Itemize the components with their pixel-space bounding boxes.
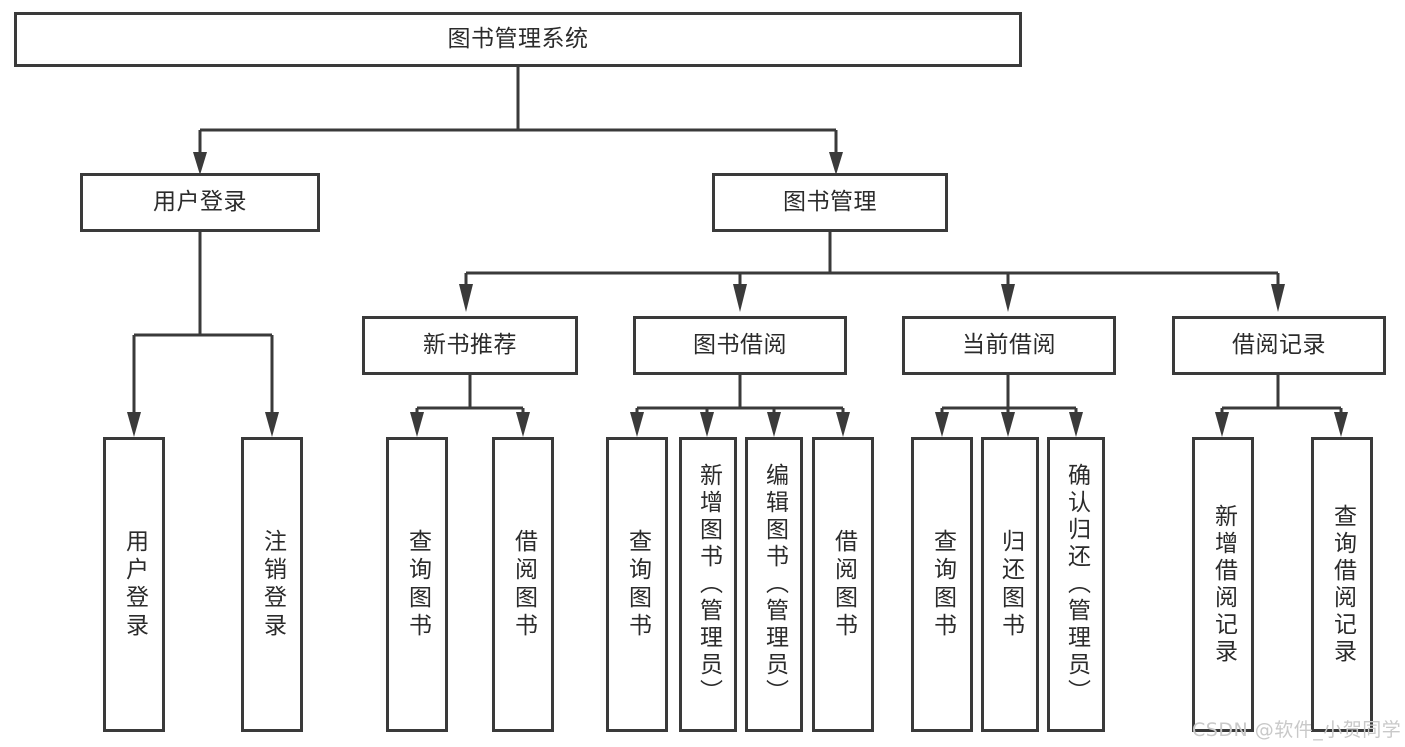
leaf-logout[interactable]: 注销登录 — [241, 437, 303, 732]
leaf-edit-book-admin[interactable]: 编辑图书（管理员） — [745, 437, 803, 732]
leaf-label: 注销登录 — [259, 528, 286, 641]
node-root-book-management-system[interactable]: 图书管理系统 — [14, 12, 1022, 67]
leaf-query-book-current[interactable]: 查询图书 — [911, 437, 973, 732]
leaf-user-login[interactable]: 用户登录 — [103, 437, 165, 732]
node-user-login[interactable]: 用户登录 — [80, 173, 320, 232]
leaf-borrow-book[interactable]: 借阅图书 — [812, 437, 874, 732]
node-label: 借阅记录 — [1232, 332, 1326, 359]
leaf-label: 归还图书 — [997, 528, 1024, 641]
leaf-add-book-admin[interactable]: 新增图书（管理员） — [679, 437, 737, 732]
leaf-label: 查询图书 — [404, 528, 431, 641]
node-label: 图书管理 — [783, 189, 877, 216]
node-book-management[interactable]: 图书管理 — [712, 173, 948, 232]
leaf-query-borrow-record[interactable]: 查询借阅记录 — [1311, 437, 1373, 732]
watermark-text: CSDN @软件_小贺同学 — [1192, 719, 1402, 741]
node-label: 图书借阅 — [693, 332, 787, 359]
leaf-borrow-book-recommend[interactable]: 借阅图书 — [492, 437, 554, 732]
node-label: 用户登录 — [153, 189, 247, 216]
node-label: 当前借阅 — [962, 332, 1056, 359]
node-new-book-recommend[interactable]: 新书推荐 — [362, 316, 578, 375]
leaf-label: 查询图书 — [929, 528, 956, 641]
leaf-label: 查询借阅记录 — [1329, 503, 1356, 666]
leaf-return-book[interactable]: 归还图书 — [981, 437, 1039, 732]
leaf-label: 用户登录 — [121, 528, 148, 641]
leaf-label: 确认归还（管理员） — [1063, 463, 1090, 706]
leaf-label: 借阅图书 — [510, 528, 537, 641]
leaf-query-book-borrow[interactable]: 查询图书 — [606, 437, 668, 732]
leaf-add-borrow-record[interactable]: 新增借阅记录 — [1192, 437, 1254, 732]
node-borrow-record[interactable]: 借阅记录 — [1172, 316, 1386, 375]
node-label: 新书推荐 — [423, 332, 517, 359]
leaf-query-book-recommend[interactable]: 查询图书 — [386, 437, 448, 732]
leaf-label: 新增图书（管理员） — [695, 463, 722, 706]
leaf-label: 编辑图书（管理员） — [761, 463, 788, 706]
node-current-borrow[interactable]: 当前借阅 — [902, 316, 1116, 375]
leaf-confirm-return-admin[interactable]: 确认归还（管理员） — [1047, 437, 1105, 732]
leaf-label: 新增借阅记录 — [1210, 503, 1237, 666]
node-book-borrow[interactable]: 图书借阅 — [633, 316, 847, 375]
leaf-label: 查询图书 — [624, 528, 651, 641]
node-label: 图书管理系统 — [447, 26, 589, 53]
leaf-label: 借阅图书 — [830, 528, 857, 641]
